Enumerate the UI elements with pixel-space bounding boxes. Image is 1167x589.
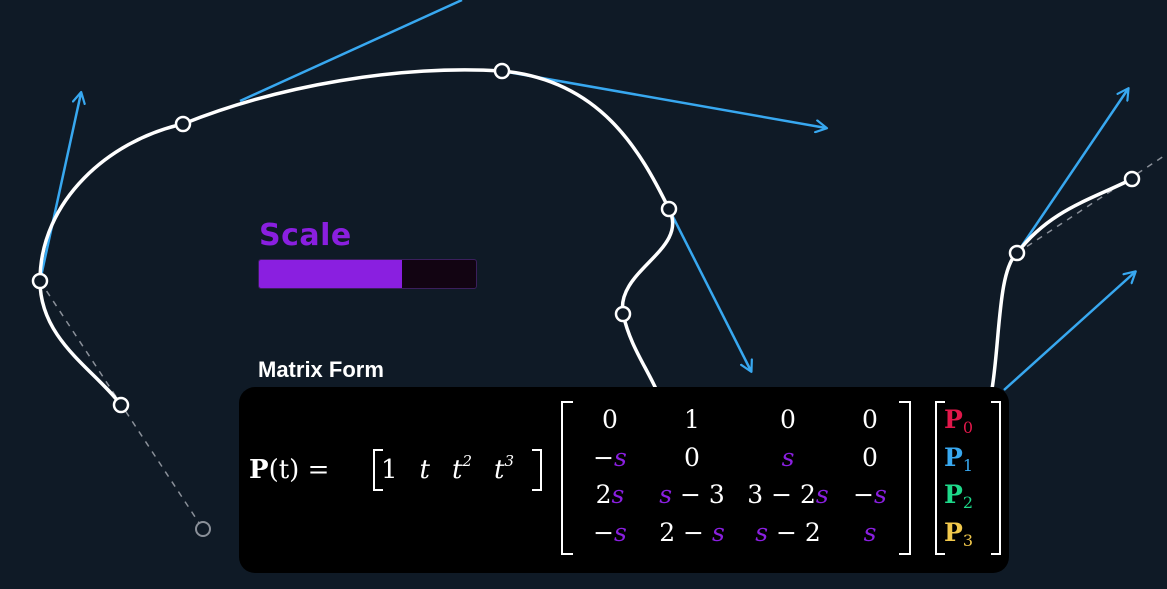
matrix-cell: s	[863, 517, 877, 547]
matrix-cell: 3 − 2s	[747, 480, 829, 510]
matrix-cell: 0	[780, 405, 796, 435]
spline-curve-left	[38, 68, 675, 407]
control-point[interactable]	[493, 62, 511, 80]
control-point-label: P3	[944, 517, 973, 550]
control-point[interactable]	[174, 115, 192, 133]
matrix-form-title: Matrix Form	[258, 357, 384, 382]
matrix-cell: −s	[853, 480, 887, 510]
lhs-symbol: P	[249, 455, 269, 485]
control-point[interactable]	[614, 305, 632, 323]
points-bracket-left	[935, 401, 945, 555]
scale-label: Scale	[259, 218, 352, 253]
matrix-cell: 1	[684, 405, 700, 435]
control-point-label: P2	[944, 480, 973, 513]
matrix-cell: 0	[684, 442, 700, 472]
matrix-bracket-left	[561, 401, 573, 555]
matrix-cell: 0	[862, 442, 878, 472]
control-point-label: P0	[944, 405, 973, 438]
matrix-cell: s − 3	[659, 480, 725, 510]
matrix-cell: 0	[862, 405, 878, 435]
tangent-arrow	[239, 0, 463, 103]
tangent-arrow	[501, 69, 826, 128]
matrix-cell: s	[781, 442, 795, 472]
tangent-arrow	[1003, 272, 1135, 391]
tangent-arrow	[38, 93, 81, 282]
matrix-cell: 2s	[595, 480, 625, 510]
lhs-argument: (t) =	[268, 455, 330, 485]
row-vector-entry: t	[419, 455, 430, 485]
equation-lhs: P(t) =	[249, 455, 329, 485]
matrix-cell: −s	[593, 442, 627, 472]
control-point[interactable]	[1008, 244, 1026, 262]
row-vector-bracket-left	[373, 449, 383, 491]
row-vector-entry: t3	[494, 452, 514, 486]
row-vector-bracket-right	[532, 449, 542, 491]
matrix-cell: −s	[593, 517, 627, 547]
matrix-cell: s − 2	[755, 517, 821, 547]
control-point-label: P1	[944, 442, 973, 475]
control-point-ghost[interactable]	[195, 521, 211, 537]
spline-curve-right	[990, 177, 1134, 391]
coefficient-matrix: 0 1 0 0 −s 0 s 0 2s s − 3 3 − 2s −s −s 2 − s s − 2 s	[569, 401, 897, 551]
matrix-bracket-right	[899, 401, 911, 555]
matrix-cell: 2 − s	[659, 517, 725, 547]
control-point[interactable]	[1123, 170, 1141, 188]
scale-slider-fill	[259, 260, 403, 288]
row-vector-entry: t2	[452, 452, 472, 486]
row-vector-entry: 1	[381, 455, 398, 485]
control-point[interactable]	[31, 272, 49, 290]
tangent-arrow	[1015, 89, 1128, 254]
points-bracket-right	[991, 401, 1001, 555]
guide-line-right	[1016, 153, 1167, 254]
control-point[interactable]	[112, 396, 130, 414]
control-point[interactable]	[660, 200, 678, 218]
scale-slider[interactable]	[258, 259, 477, 289]
matrix-cell: 0	[602, 405, 618, 435]
tangent-arrow	[667, 208, 751, 371]
